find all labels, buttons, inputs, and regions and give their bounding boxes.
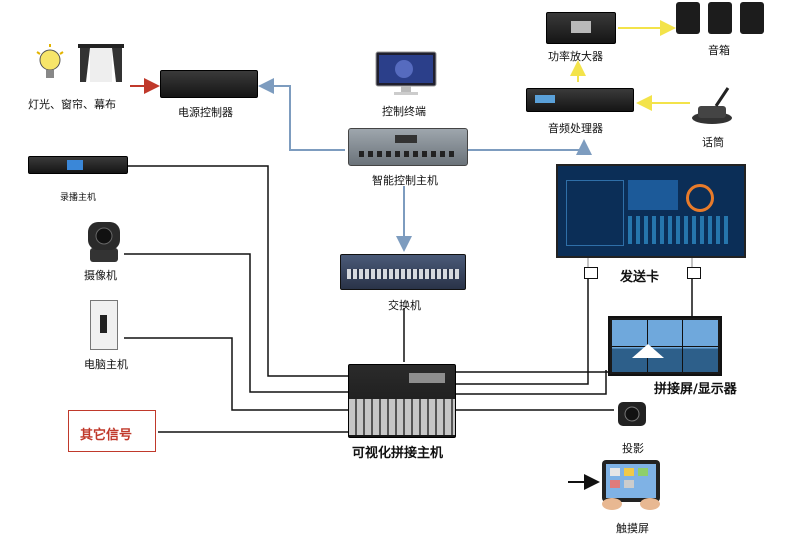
switch-device	[340, 254, 466, 290]
touch-screen-label: 触摸屏	[616, 522, 649, 535]
recorder-device	[28, 156, 128, 174]
audio-processor-label: 音频处理器	[548, 122, 603, 135]
tablet-icon	[602, 460, 660, 510]
smart-host-label: 智能控制主机	[372, 174, 438, 187]
sender-card-icon	[584, 267, 598, 279]
splice-screen-label: 拼接屏/显示器	[654, 382, 737, 397]
line-camera	[124, 253, 348, 393]
visual-host-label: 可视化拼接主机	[352, 446, 444, 461]
amplifier-label: 功率放大器	[548, 50, 603, 63]
curtain-icon	[78, 44, 124, 82]
speaker-icon	[676, 2, 700, 34]
control-terminal-label: 控制终端	[382, 105, 426, 118]
lights-label: 灯光、窗帘、幕布	[28, 98, 116, 111]
sender-card-label: 发送卡	[620, 270, 660, 285]
power-controller-device	[160, 70, 258, 98]
camera-icon	[88, 222, 120, 262]
speaker-group	[676, 2, 768, 36]
sender-card-icon	[687, 267, 701, 279]
smart-host-device	[348, 128, 468, 166]
projector-label: 投影	[622, 442, 644, 455]
power-controller-label: 电源控制器	[178, 106, 233, 119]
splice-screen-device	[608, 316, 722, 376]
other-signal-box	[68, 410, 156, 452]
pc-host-label: 电脑主机	[84, 358, 128, 371]
microphone-label: 话筒	[702, 136, 724, 149]
other-signal-label: 其它信号	[80, 428, 133, 443]
line-pc	[124, 337, 348, 411]
recorder-label: 录播主机	[60, 193, 97, 203]
lights-group	[32, 42, 124, 88]
switch-label: 交换机	[388, 299, 421, 312]
line-recorder	[128, 165, 348, 377]
amplifier-device	[546, 12, 616, 44]
speaker-icon	[708, 2, 732, 34]
microphone-icon	[692, 87, 732, 124]
visual-host-device	[348, 364, 456, 438]
camera-label: 摄像机	[84, 269, 117, 282]
audio-processor-device	[526, 88, 634, 112]
speaker-label: 音箱	[708, 44, 730, 57]
line-host-to-power	[258, 78, 345, 151]
lightbulb-icon	[36, 44, 64, 78]
line-host-to-audio	[468, 139, 592, 155]
monitor-icon	[375, 51, 437, 95]
pc-host-device	[90, 300, 118, 350]
projector-icon	[618, 402, 646, 426]
line-to-sender-1	[454, 278, 589, 385]
line-to-splice	[454, 370, 607, 395]
speaker-icon	[740, 2, 764, 34]
led-display-device	[556, 164, 746, 258]
